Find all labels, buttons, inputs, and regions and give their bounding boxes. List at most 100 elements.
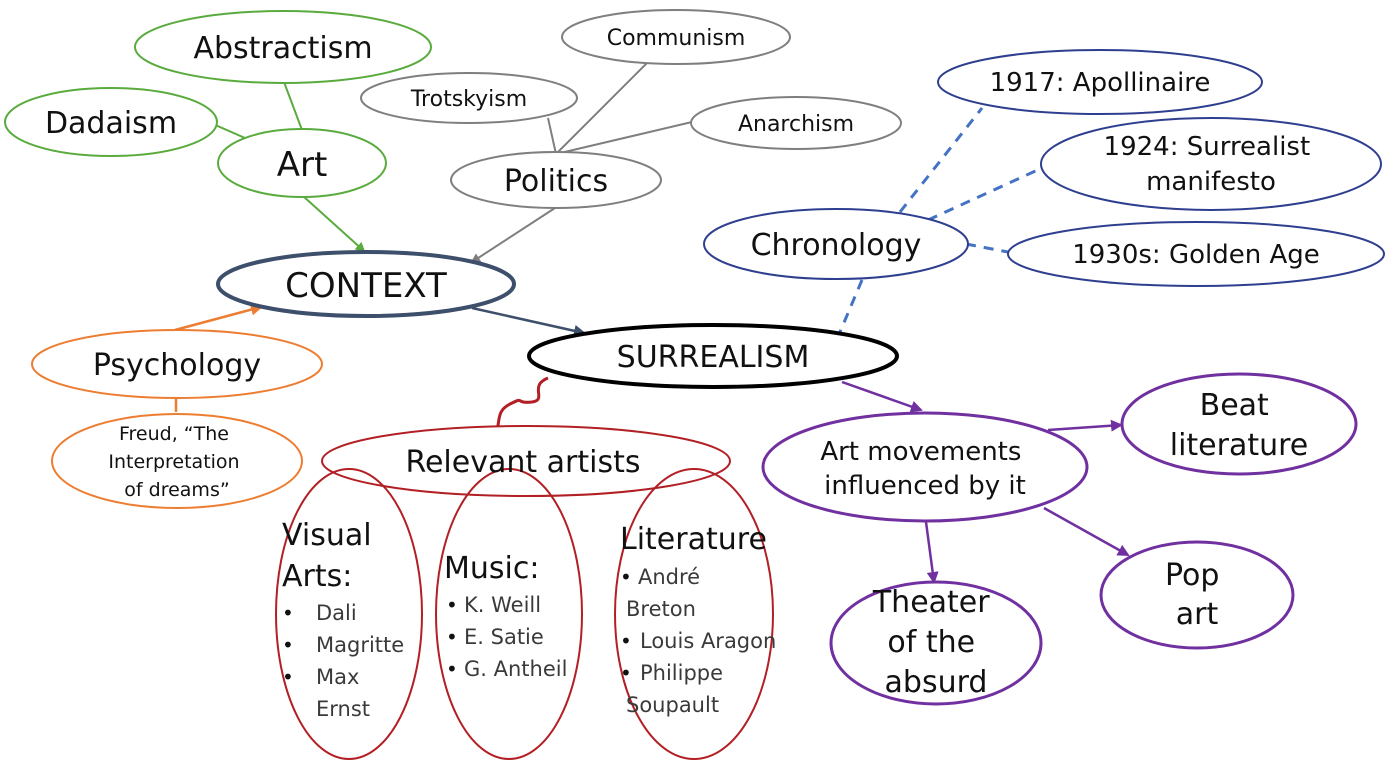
edge-surrealism-movements [841, 380, 923, 413]
connectors [174, 61, 1130, 584]
visual-arts-item: Dali [316, 601, 357, 625]
edge-psychology-context [174, 303, 263, 332]
chrono-1917-label: 1917: Apollinaire [990, 68, 1211, 98]
trotskyism-node [360, 72, 578, 124]
music-item: K. Weill [464, 593, 541, 617]
theater-label: Theater of the absurd [872, 585, 999, 700]
abstractism-node [134, 10, 432, 84]
literature-bullet: • [620, 565, 632, 589]
relevant-artists-label: Relevant artists [405, 445, 640, 480]
theater-line-3: absurd [885, 665, 988, 700]
edge-communism-politics [555, 61, 649, 155]
visual-arts-heading-line-2: Arts: [282, 559, 352, 594]
literature-bullet: • [620, 661, 632, 685]
psychology-node [31, 329, 323, 399]
chrono-1917-node [937, 49, 1263, 115]
edge-chronology-1917 [898, 107, 984, 213]
chronology-node [703, 208, 969, 280]
edge-dadaism-art [212, 123, 246, 139]
beat-literature-label: Beat literature [1170, 388, 1309, 463]
edge-art-context [302, 195, 366, 253]
literature-item: Louis Aragon [640, 629, 776, 653]
literature-item: Soupault [626, 693, 719, 717]
literature-item: Breton [626, 597, 696, 621]
music-bullet: • [446, 593, 458, 617]
freud-line-3: of dreams” [124, 479, 229, 501]
edge-chronology-surrealism [838, 279, 864, 333]
visual-arts-node [275, 468, 423, 760]
freud-line-1: Freud, “The [119, 423, 229, 445]
beat-literature-line-2: literature [1170, 428, 1309, 463]
context-label: CONTEXT [285, 266, 447, 306]
politics-node [450, 151, 662, 209]
music-heading: Music: [444, 551, 539, 586]
trotskyism-label: Trotskyism [410, 87, 527, 112]
edge-surrealism-artists [492, 376, 549, 439]
literature-bullet: • [620, 629, 632, 653]
music-item: E. Satie [464, 625, 544, 649]
relevant-artists-node [321, 425, 731, 497]
surrealism-node [527, 323, 899, 389]
art-movements-line-1: Art movements [820, 437, 1021, 467]
anarchism-node [690, 96, 902, 150]
literature-heading: Literature [620, 522, 767, 557]
music-list: • K. Weill • E. Satie • G. Antheil [446, 593, 567, 681]
politics-label: Politics [504, 164, 608, 199]
chrono-1930s-node [1007, 221, 1385, 287]
music-bullet: • [446, 657, 458, 681]
labels: Abstractism Dadaism Art Communism Trotsk… [45, 26, 1320, 721]
chrono-1924-label: 1924: Surrealist manifesto [1104, 132, 1319, 197]
chrono-1930s-label: 1930s: Golden Age [1072, 240, 1320, 270]
surrealism-label: SURREALISM [617, 340, 810, 375]
visual-arts-bullet: • [282, 665, 294, 689]
art-label: Art [277, 145, 328, 185]
pop-art-line-2: art [1176, 597, 1219, 632]
art-movements-node [761, 411, 1089, 523]
edge-politics-context [470, 207, 556, 264]
edge-chronology-1924 [927, 166, 1043, 222]
art-movements-label: Art movements influenced by it [820, 437, 1029, 501]
chrono-1924-line-2: manifesto [1146, 167, 1276, 197]
communism-node [561, 9, 791, 65]
visual-arts-heading: Visual Arts: [282, 518, 381, 594]
edge-movements-theater [924, 521, 939, 584]
theater-line-1: Theater [872, 585, 990, 620]
music-item: G. Antheil [464, 657, 567, 681]
communism-label: Communism [607, 26, 746, 51]
literature-item: Philippe [640, 661, 723, 685]
literature-node [614, 468, 774, 760]
literature-list: • André Breton • Louis Aragon • Philippe… [620, 565, 776, 717]
music-bullet: • [446, 625, 458, 649]
beat-literature-line-1: Beat [1200, 388, 1269, 423]
chrono-1924-node [1040, 117, 1382, 211]
chronology-label: Chronology [751, 228, 922, 263]
edge-anarchism-politics [555, 121, 693, 155]
freud-label: Freud, “The Interpretation of dreams” [108, 423, 245, 501]
edge-movements-pop [1043, 506, 1130, 557]
node-shapes [4, 9, 1385, 760]
pop-art-node [1099, 540, 1295, 650]
freud-line-2: Interpretation [108, 451, 239, 473]
psychology-label: Psychology [93, 348, 261, 383]
visual-arts-item: Max [316, 665, 359, 689]
anarchism-label: Anarchism [738, 112, 854, 137]
visual-arts-bullet: • [282, 633, 294, 657]
freud-node [51, 413, 303, 509]
edge-movements-beat [1047, 419, 1123, 432]
abstractism-label: Abstractism [193, 31, 372, 66]
beat-literature-node [1120, 372, 1358, 476]
visual-arts-bullet: • [282, 601, 294, 625]
visual-arts-heading-line-1: Visual [282, 518, 372, 553]
art-movements-line-2: influenced by it [824, 471, 1026, 501]
music-node [435, 468, 583, 760]
edge-context-surrealism [471, 306, 586, 337]
literature-item: André [638, 565, 700, 589]
edge-trotskyism-politics [547, 117, 557, 155]
pop-art-line-1: Pop [1165, 558, 1219, 593]
pop-art-label: Pop art [1165, 558, 1229, 632]
visual-arts-item: Magritte [316, 633, 404, 657]
edge-abstractism-art [283, 81, 303, 131]
chrono-1924-line-1: 1924: Surrealist [1104, 132, 1311, 162]
